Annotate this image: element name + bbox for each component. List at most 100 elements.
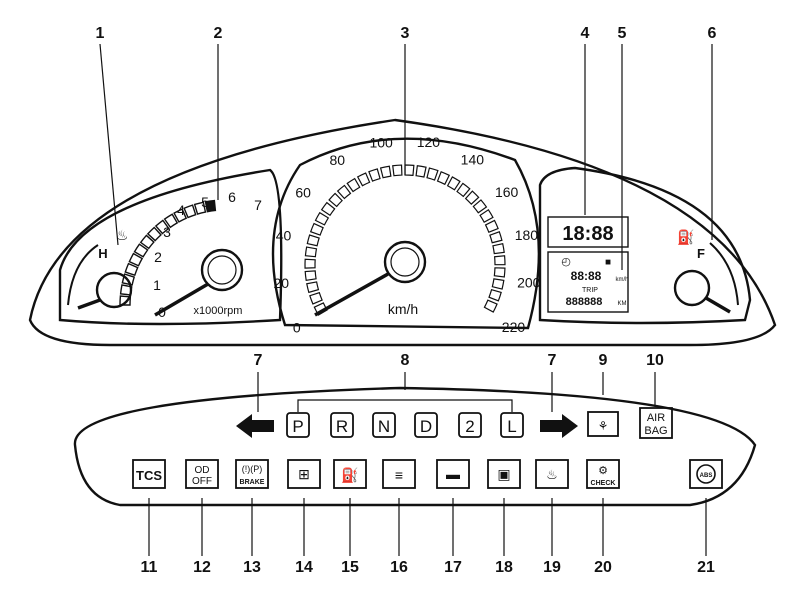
speedo-label-40: 40 [276, 228, 292, 244]
gear-2: 2 [465, 417, 474, 436]
callout-20: 20 [594, 559, 612, 576]
speedo-hub-inner [390, 247, 420, 277]
speedo-segment [306, 281, 320, 294]
fuel-label-f: F [697, 246, 705, 261]
fuel-warning-icon: ⛽ [341, 467, 358, 484]
tach-segment [121, 273, 136, 286]
right-turn-arrow-icon [540, 414, 578, 438]
tach-hub-inner [207, 255, 237, 285]
speedometer-panel [271, 137, 541, 330]
callout-6: 6 [708, 25, 717, 42]
tach-label-7: 7 [254, 197, 262, 213]
gear-R: R [336, 417, 348, 436]
callout-3: 3 [401, 25, 410, 42]
callout-12: 12 [193, 559, 211, 576]
seatbelt-icon: ▣ [497, 466, 510, 482]
abs-ring [696, 464, 716, 484]
right-gauge-panel [538, 166, 752, 325]
gear-P: P [292, 417, 303, 436]
speedo-segment [484, 219, 499, 233]
callout-7-right: 7 [548, 352, 557, 369]
speedo-label-160: 160 [495, 184, 519, 200]
gear-D: D [420, 417, 432, 436]
odo-unit-2: KM [618, 301, 627, 307]
speedo-segment [309, 291, 323, 305]
speedo-segment [436, 170, 451, 186]
speedo-label-60: 60 [295, 185, 311, 201]
oil-pressure-icon: ♨ [546, 467, 558, 482]
gear-box-L [500, 412, 524, 438]
indicator-icon: ■ [605, 257, 611, 268]
tach-label-4: 4 [177, 202, 185, 218]
tach-segment [139, 234, 155, 250]
temp-arc [67, 244, 99, 306]
lamp-box-13 [235, 459, 269, 489]
callout-19: 19 [543, 559, 561, 576]
tach-label-2: 2 [154, 249, 162, 265]
left-turn-arrow-icon [236, 414, 274, 438]
speedo-label-80: 80 [329, 152, 345, 168]
lamp-box-18 [487, 459, 521, 489]
callout-8: 8 [401, 352, 410, 369]
battery-icon: ⊞ [298, 466, 310, 482]
speedo-segment [392, 164, 403, 177]
tach-hub [200, 248, 244, 292]
callout-line-1 [99, 43, 119, 246]
cluster-housing [28, 118, 777, 347]
speedo-segment [379, 165, 392, 179]
lamp-box-15 [333, 459, 367, 489]
speedo-segment [306, 234, 320, 247]
airbag-box [639, 407, 673, 439]
speedo-segment [368, 168, 381, 182]
callout-17: 17 [444, 559, 462, 576]
gear-L: L [507, 417, 516, 436]
tach-segment [124, 262, 139, 277]
lamp-box-19 [535, 459, 569, 489]
temp-label-h: H [98, 246, 107, 261]
speedo-label-100: 100 [369, 134, 393, 150]
tach-segment [193, 201, 207, 215]
gear-bracket [297, 399, 513, 412]
speedo-segment [456, 182, 471, 198]
odo-digits-1: 88:88 [571, 269, 602, 283]
lamp-9-box [587, 411, 619, 437]
speedo-segment [415, 165, 427, 178]
lamp-box-21 [689, 459, 723, 489]
tach-label-6: 6 [228, 189, 236, 205]
odo-trip: TRIP [582, 287, 598, 294]
speedo-label-120: 120 [417, 134, 441, 150]
lamp-box-17 [436, 459, 470, 489]
lamp-brake-symbol: (!)(P) [242, 464, 263, 474]
speedo-hub [383, 240, 427, 284]
fuel-needle [705, 296, 731, 314]
clock-display [547, 216, 629, 248]
speedo-label-180: 180 [515, 227, 539, 243]
speedo-needle [314, 272, 389, 317]
gear-box-D [414, 412, 438, 438]
airbag-line2: BAG [644, 425, 667, 437]
lamp-off: OFF [192, 476, 212, 487]
lamp-check: CHECK [591, 480, 616, 487]
airbag-line1: AIR [647, 412, 665, 424]
speedo-segment [346, 177, 361, 193]
lamp-abs: ABS [700, 473, 713, 479]
warning-lamp-housing [73, 386, 757, 507]
callout-7: 7 [254, 352, 263, 369]
lamp-box-16 [382, 459, 416, 489]
lamp-od: OD [195, 465, 210, 476]
speedo-unit: km/h [388, 301, 418, 317]
speedo-segment [491, 278, 505, 290]
speedo-segment [314, 211, 330, 226]
lamp-box-11 [132, 459, 166, 489]
callout-13: 13 [243, 559, 261, 576]
fuel-pump-icon: ⛽ [677, 229, 694, 246]
gear-N: N [378, 417, 390, 436]
tach-label-1: 1 [153, 277, 161, 293]
tach-segment [128, 252, 144, 267]
speedo-segment [493, 267, 506, 278]
fuel-arc [709, 242, 739, 306]
speedo-label-20: 20 [273, 275, 289, 291]
tach-segment [119, 295, 132, 306]
left-gauge-panel [58, 168, 283, 326]
